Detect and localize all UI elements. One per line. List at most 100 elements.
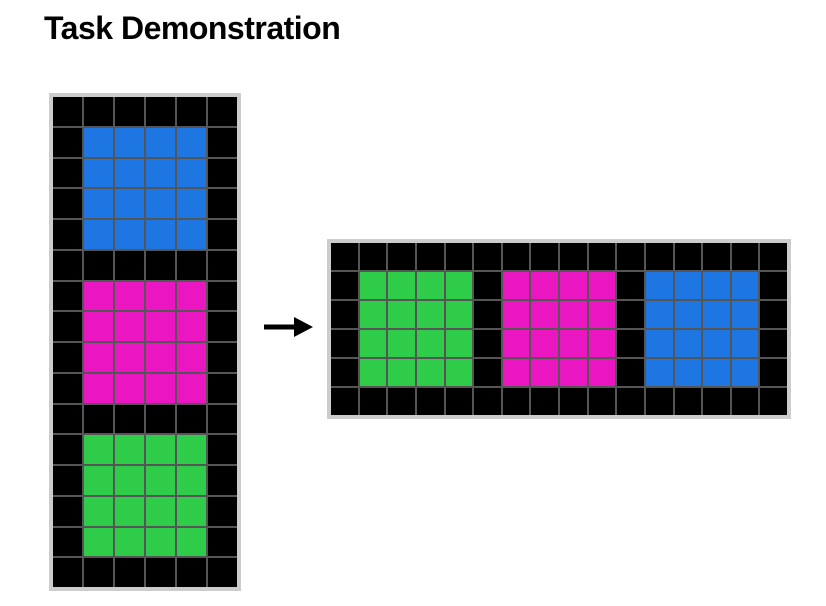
output-grid-cell [502, 301, 530, 328]
output-grid-cell [388, 301, 415, 328]
output-grid-cell [474, 301, 501, 328]
input-grid-cell [177, 496, 206, 526]
output-grid-cell [731, 359, 759, 386]
output-grid-cell [617, 388, 644, 415]
output-grid-cell [588, 330, 616, 357]
output-grid-cell [588, 359, 616, 386]
input-grid-cell [146, 466, 175, 495]
output-grid-cell [359, 388, 387, 415]
output-grid-cell [617, 359, 644, 386]
output-grid-cell [674, 388, 702, 415]
output-grid-cell [760, 359, 787, 386]
input-grid-cell [208, 558, 237, 587]
input-grid-cell [53, 158, 82, 188]
input-grid-cell [177, 97, 206, 126]
input-grid-cell [115, 435, 144, 464]
input-grid-cell [208, 220, 237, 249]
input-grid-cell [146, 281, 175, 311]
input-grid-cell [208, 343, 237, 372]
input-grid-cell [115, 189, 144, 218]
output-grid-cell [445, 243, 473, 270]
input-grid-cell [208, 312, 237, 341]
output-grid-cell [560, 272, 587, 299]
input-grid-cell [53, 220, 82, 249]
input-grid-cell [115, 558, 144, 587]
input-grid-cell [177, 312, 206, 341]
output-grid-cell [331, 388, 358, 415]
input-grid-cell [84, 250, 113, 280]
output-grid-cell [617, 272, 644, 299]
output-grid-cell [645, 330, 673, 357]
output-grid-cell [731, 243, 759, 270]
output-grid-cell [760, 243, 787, 270]
input-grid-cell [146, 158, 175, 188]
output-grid-cell [388, 388, 415, 415]
output-grid-cell [416, 301, 444, 328]
input-grid-cell [177, 127, 206, 157]
input-grid-cell [84, 189, 113, 218]
output-grid-cell [359, 330, 387, 357]
output-grid-cell [474, 388, 501, 415]
right-arrow-icon [264, 317, 313, 337]
output-grid-cell [388, 359, 415, 386]
output-grid-cell [416, 272, 444, 299]
output-grid-cell [617, 301, 644, 328]
output-grid-cell [703, 301, 730, 328]
input-grid-cell [53, 404, 82, 434]
output-grid-cell [445, 359, 473, 386]
input-grid [53, 97, 237, 587]
output-grid-cell [388, 243, 415, 270]
output-grid-cell [416, 359, 444, 386]
output-grid-cell [560, 388, 587, 415]
output-grid-cell [416, 388, 444, 415]
output-grid-cell [531, 243, 558, 270]
output-grid-cell [760, 330, 787, 357]
output-grid-cell [645, 272, 673, 299]
input-grid-cell [177, 189, 206, 218]
input-grid-cell [146, 527, 175, 557]
input-grid-cell [208, 127, 237, 157]
output-grid-cell [731, 301, 759, 328]
input-grid-cell [84, 127, 113, 157]
output-grid-cell [331, 330, 358, 357]
output-grid-cell [560, 359, 587, 386]
output-grid-cell [674, 359, 702, 386]
input-grid-cell [208, 373, 237, 403]
output-grid-cell [617, 243, 644, 270]
output-grid-cell [674, 272, 702, 299]
output-grid-cell [416, 330, 444, 357]
input-grid-cell [115, 97, 144, 126]
input-grid-cell [53, 281, 82, 311]
output-grid-cell [359, 272, 387, 299]
output-grid-cell [674, 330, 702, 357]
output-grid-cell [674, 243, 702, 270]
output-grid-cell [703, 388, 730, 415]
input-grid-frame [49, 93, 241, 591]
output-grid-cell [645, 359, 673, 386]
input-grid-cell [53, 127, 82, 157]
input-grid-cell [208, 466, 237, 495]
output-grid-cell [645, 388, 673, 415]
input-grid-cell [84, 373, 113, 403]
input-grid-cell [146, 343, 175, 372]
output-grid-cell [331, 359, 358, 386]
input-grid-cell [115, 404, 144, 434]
input-grid-cell [146, 404, 175, 434]
output-grid-cell [531, 359, 558, 386]
output-grid-cell [502, 243, 530, 270]
output-grid-cell [703, 243, 730, 270]
output-grid-cell [531, 272, 558, 299]
output-grid-cell [731, 272, 759, 299]
output-grid-cell [588, 272, 616, 299]
output-grid-cell [502, 330, 530, 357]
input-grid-cell [146, 97, 175, 126]
input-grid-cell [115, 250, 144, 280]
input-grid-cell [53, 496, 82, 526]
output-grid-cell [588, 301, 616, 328]
input-grid-cell [208, 527, 237, 557]
input-grid-cell [177, 435, 206, 464]
input-grid-cell [115, 527, 144, 557]
input-grid-cell [208, 404, 237, 434]
input-grid-cell [146, 127, 175, 157]
output-grid-cell [531, 388, 558, 415]
